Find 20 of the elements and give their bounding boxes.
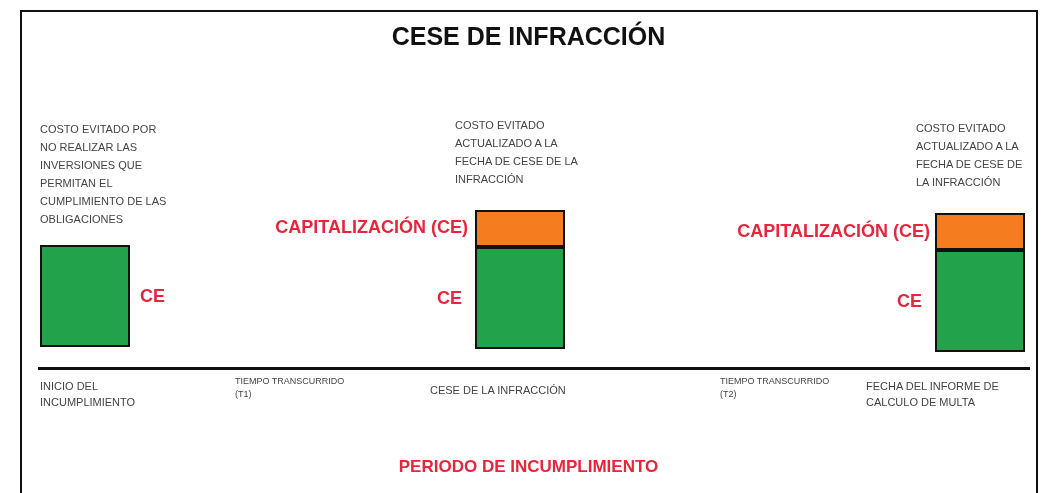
cost-description: COSTO EVITADO ACTUALIZADO A LA FECHA DE CESE DE LA INFRACCIÓN <box>455 118 579 187</box>
period-label: PERIODO DE INCUMPLIMIENTO <box>397 457 660 477</box>
timeline-label: TIEMPO TRANSCURRIDO (T1) <box>235 375 345 401</box>
bar-label: CE <box>140 286 165 307</box>
timeline-label: FECHA DEL INFORME DE CALCULO DE MULTA <box>866 379 1000 410</box>
bar-label: CAPITALIZACIÓN (CE) <box>275 217 468 238</box>
cost-bar <box>40 245 130 347</box>
cost-description: COSTO EVITADO ACTUALIZADO A LA FECHA DE CESE DE LA INFRACCIÓN <box>916 121 1024 190</box>
diagram-title: CESE DE INFRACCIÓN <box>390 22 667 51</box>
cost-bar <box>935 213 1025 250</box>
cost-bar <box>475 247 565 349</box>
cost-bar <box>935 250 1025 352</box>
timeline-label: TIEMPO TRANSCURRIDO (T2) <box>720 375 830 401</box>
bar-label: CE <box>437 288 462 309</box>
bar-label: CE <box>897 291 922 312</box>
cost-description: COSTO EVITADO POR NO REALIZAR LAS INVERSIONES QUE PERMITAN EL CUMPLIMIENTO DE LAS OBLIGACIONES <box>40 122 168 227</box>
cost-bar <box>475 210 565 247</box>
bar-label: CAPITALIZACIÓN (CE) <box>737 221 930 242</box>
timeline-label: INICIO DEL INCUMPLIMIENTO <box>40 379 137 410</box>
timeline-label: CESE DE LA INFRACCIÓN <box>430 383 567 398</box>
